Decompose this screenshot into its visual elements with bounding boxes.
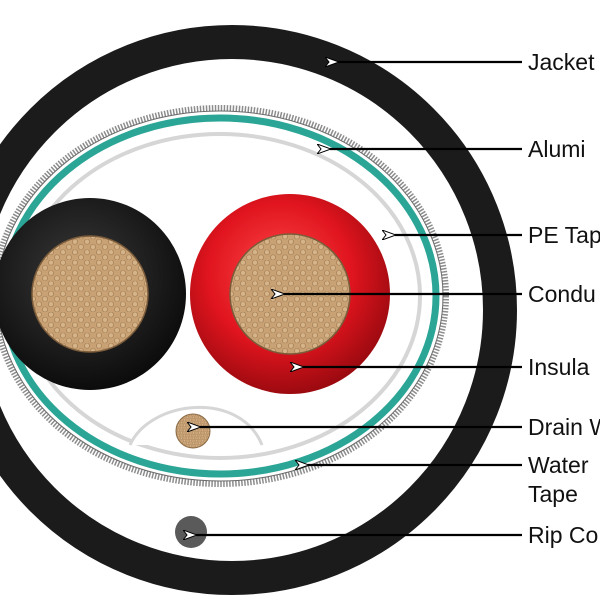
left-conductor — [31, 235, 149, 353]
label-pe-tape: PE Tap — [528, 222, 600, 248]
jacket-ring — [0, 25, 517, 595]
label-rip-cord: Rip Co — [528, 522, 599, 548]
label-water-tape-line1: Water — [528, 452, 589, 478]
rip-cord — [175, 516, 207, 548]
water-tape-edge — [0, 110, 444, 482]
drain-wire — [175, 413, 211, 449]
label-drain-wire: Drain W — [528, 414, 600, 440]
label-conductor: Condu — [528, 281, 596, 307]
label-insulation: Insula — [528, 354, 590, 380]
label-aluminum: Alumi — [528, 136, 586, 162]
label-jacket: Jacket — [528, 49, 595, 75]
leader-lines — [196, 62, 522, 535]
label-water-tape-line2: Tape — [528, 481, 578, 507]
